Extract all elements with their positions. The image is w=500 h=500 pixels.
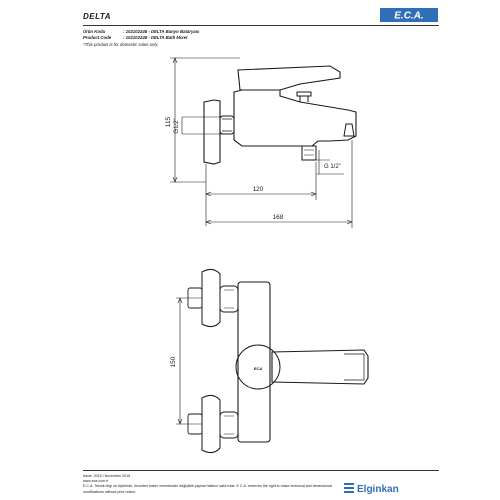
- label-thread-left: G1/2": [174, 118, 180, 133]
- website: www.eca.com.tr: [83, 479, 109, 484]
- front-cartridge-dome: [235, 344, 281, 390]
- footer-divider: [83, 470, 439, 471]
- elginkan-logo: Elginkan: [344, 483, 399, 495]
- tr-code-value: : 102102246 - DELTA Banyo Bataryası: [123, 29, 200, 34]
- dim-168-line: [206, 140, 353, 228]
- label-dim-168: 168: [273, 214, 284, 221]
- en-code-value: : 102102246 - DELTA Bath Mixer: [123, 35, 188, 41]
- label-dim-150: 150: [170, 356, 177, 367]
- elginkan-mark-icon: [344, 483, 354, 493]
- label-thread-right: G 1/2": [324, 164, 341, 170]
- dim-150-line: [176, 297, 202, 425]
- side-lever-handle: [237, 65, 341, 91]
- en-code-label: Product Code: [83, 35, 112, 41]
- side-wall-flange: [203, 99, 221, 165]
- label-dim-120: 120: [253, 186, 264, 193]
- side-mixer-body: [233, 89, 357, 147]
- front-flange-bottom: [201, 394, 221, 454]
- issue-date: Issue: 2015 / November 2015: [83, 474, 131, 478]
- disclaimer: E.C.A. Teknik bilgi ve ölçülerde, öncede…: [83, 484, 332, 494]
- eca-logo: E.C.A.: [380, 8, 438, 22]
- footer-text: Issue: 2015 / November 2015 www.eca.com.…: [83, 474, 332, 495]
- side-view: [170, 57, 357, 228]
- elginkan-logo-text: Elginkan: [357, 484, 399, 495]
- eca-logo-text: E.C.A.: [394, 11, 423, 22]
- label-dim-115: 115: [165, 116, 172, 127]
- header-divider: [83, 25, 439, 26]
- side-shower-outlet: [301, 145, 317, 161]
- dim-120-line: [205, 162, 317, 226]
- front-mixer-body: [237, 281, 271, 443]
- domestic-note: *This product is for domestic sales only…: [83, 41, 159, 47]
- body-logo: ECA: [254, 366, 263, 371]
- tr-code-label: Ürün Kodu: [83, 29, 106, 34]
- side-spout: [343, 123, 355, 137]
- side-diverter-knob: [296, 91, 312, 102]
- product-title: DELTA: [83, 12, 111, 21]
- product-info: Ürün Kodu : 102102246 - DELTA Banyo Batar…: [83, 29, 199, 48]
- dim-115-line: [170, 57, 240, 183]
- front-view: [176, 268, 369, 454]
- front-flange-top: [201, 268, 221, 328]
- front-lever: [271, 349, 369, 385]
